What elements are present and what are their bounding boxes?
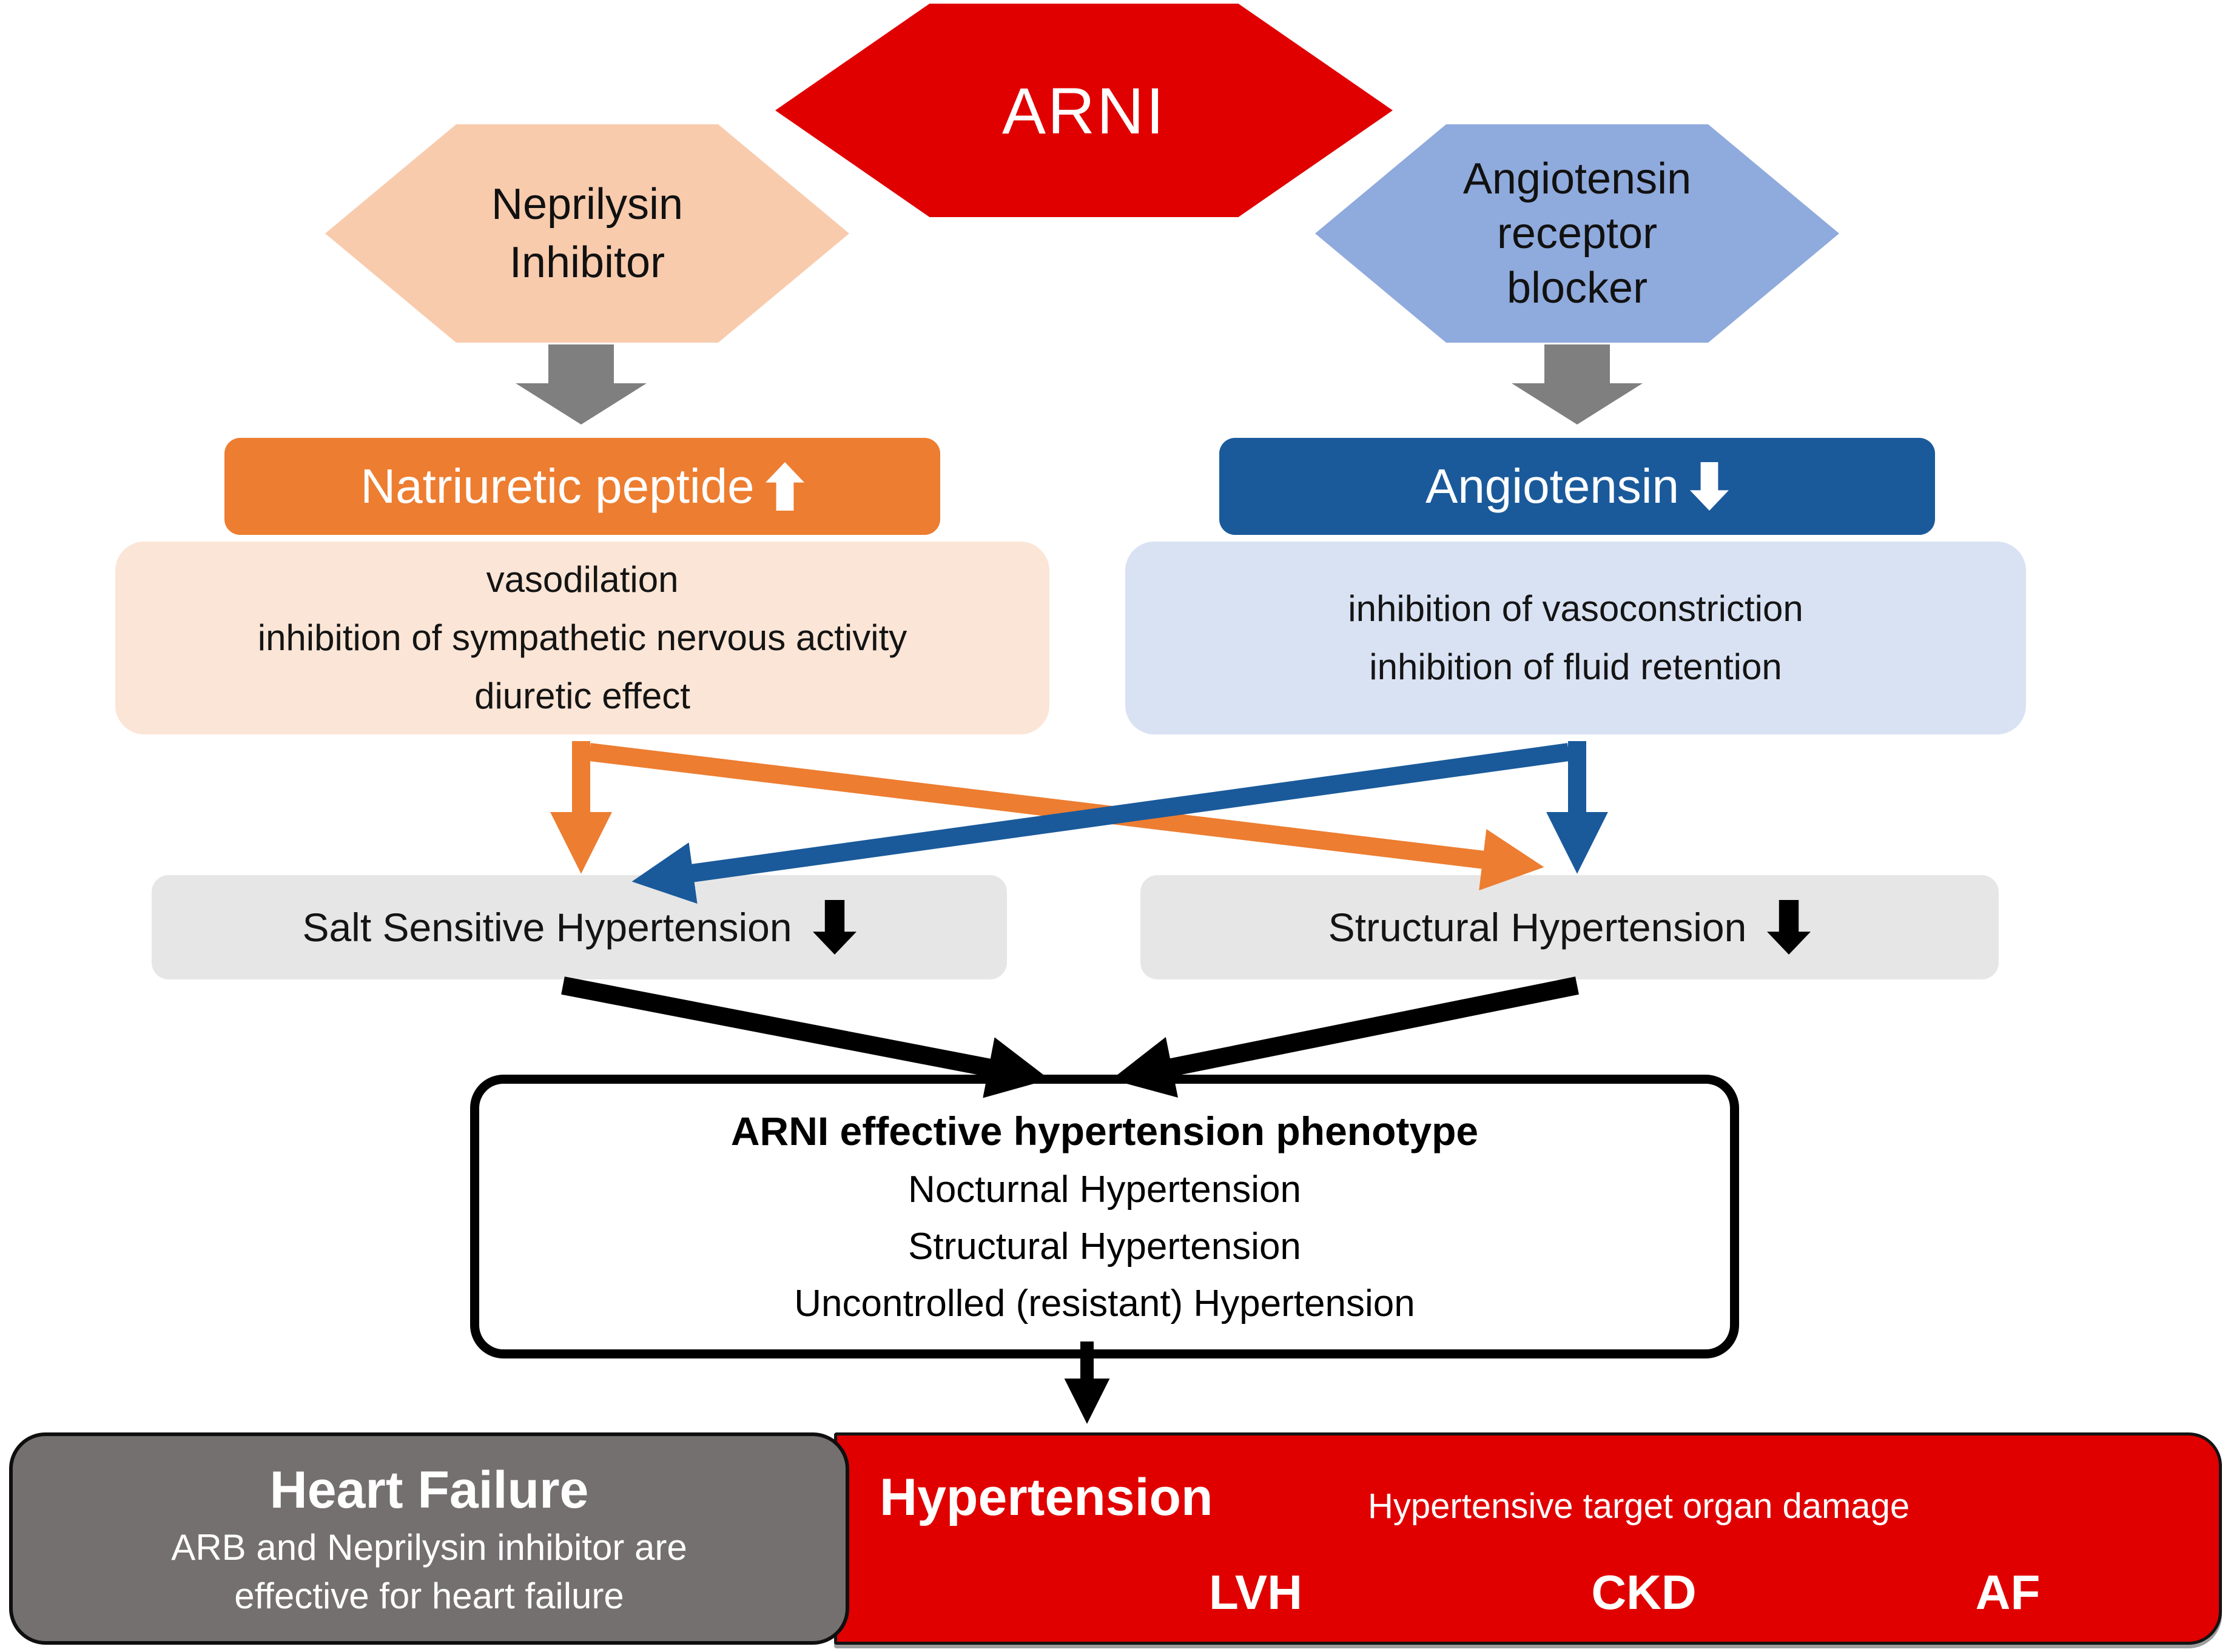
- heart-failure-title: Heart Failure: [269, 1461, 589, 1519]
- neprilysin-label-line1: Neprilysin: [491, 180, 684, 229]
- natriuretic-peptide-label: Natriuretic peptide: [360, 459, 755, 513]
- gray-down-block-arrow-right: [1512, 344, 1643, 425]
- arb-label-line3: blocker: [1506, 264, 1648, 312]
- arni-phenotype-line: Structural Hypertension: [908, 1226, 1301, 1268]
- angiotensin-label: Angiotensin: [1425, 459, 1680, 513]
- arni-label: ARNI: [1001, 73, 1166, 147]
- neprilysin-inhibitor-hexagon: Neprilysin Inhibitor: [325, 124, 849, 343]
- heart-failure-box: Heart Failure ARB and Neprilysin inhibit…: [9, 1432, 849, 1645]
- target-lvh: LVH: [1208, 1565, 1303, 1619]
- angiotensin-to-salt-arrow: [631, 743, 1570, 904]
- structural-label: Structural Hypertension: [1328, 905, 1747, 950]
- target-af: AF: [1975, 1565, 2041, 1619]
- structural-hypertension-box: Structural Hypertension: [1140, 875, 1999, 979]
- heart-failure-line1: ARB and Neprilysin inhibitor are: [171, 1527, 687, 1568]
- arni-phenotype-title: ARNI effective hypertension phenotype: [730, 1109, 1479, 1153]
- natriuretic-effect-line: diuretic effect: [474, 676, 690, 716]
- arb-hexagon: Angiotensin receptor blocker: [1315, 124, 1839, 343]
- arni-phenotype-line: Nocturnal Hypertension: [908, 1169, 1301, 1210]
- angiotensin-bar: Angiotensin: [1219, 438, 1935, 535]
- target-ckd: CKD: [1591, 1565, 1697, 1619]
- heart-failure-line2: effective for heart failure: [234, 1576, 624, 1616]
- salt-to-phenotype-arrow: [561, 976, 1050, 1098]
- gray-down-block-arrow-left: [516, 344, 647, 425]
- natriuretic-effects-box: vasodilation inhibition of sympathetic n…: [115, 542, 1049, 734]
- salt-sensitive-hypertension-box: Salt Sensitive Hypertension: [152, 875, 1007, 979]
- arni-effective-phenotype-box: ARNI effective hypertension phenotype No…: [470, 1075, 1739, 1358]
- arni-phenotype-line: Uncontrolled (resistant) Hypertension: [794, 1283, 1415, 1325]
- arb-label-line1: Angiotensin: [1462, 155, 1692, 203]
- up-block-arrow-icon: [765, 460, 804, 513]
- structural-to-phenotype-arrow: [1111, 976, 1579, 1098]
- natriuretic-peptide-bar: Natriuretic peptide: [224, 438, 940, 535]
- angiotensin-effects-box: inhibition of vasoconstriction inhibitio…: [1125, 542, 2026, 734]
- natriuretic-effect-line: vasodilation: [486, 559, 679, 600]
- target-organ-damage-label: Hypertensive target organ damage: [1368, 1486, 1910, 1526]
- down-block-arrow-icon: [812, 896, 857, 958]
- arb-label-line2: receptor: [1496, 209, 1658, 258]
- salt-sensitive-label: Salt Sensitive Hypertension: [302, 905, 792, 950]
- angiotensin-effect-line: inhibition of fluid retention: [1369, 646, 1782, 687]
- hypertension-outcome-title: Hypertension: [880, 1468, 1213, 1526]
- angiotensin-effect-line: inhibition of vasoconstriction: [1348, 588, 1803, 629]
- neprilysin-label-line2: Inhibitor: [509, 238, 665, 287]
- arni-hexagon: ARNI: [775, 4, 1393, 217]
- natriuretic-effect-line: inhibition of sympathetic nervous activi…: [257, 617, 907, 658]
- down-block-arrow-icon: [1767, 896, 1811, 958]
- natriuretic-to-structural-arrow: [588, 743, 1544, 891]
- hypertension-outcome-box: [834, 1432, 2222, 1645]
- down-block-arrow-icon: [1690, 460, 1729, 513]
